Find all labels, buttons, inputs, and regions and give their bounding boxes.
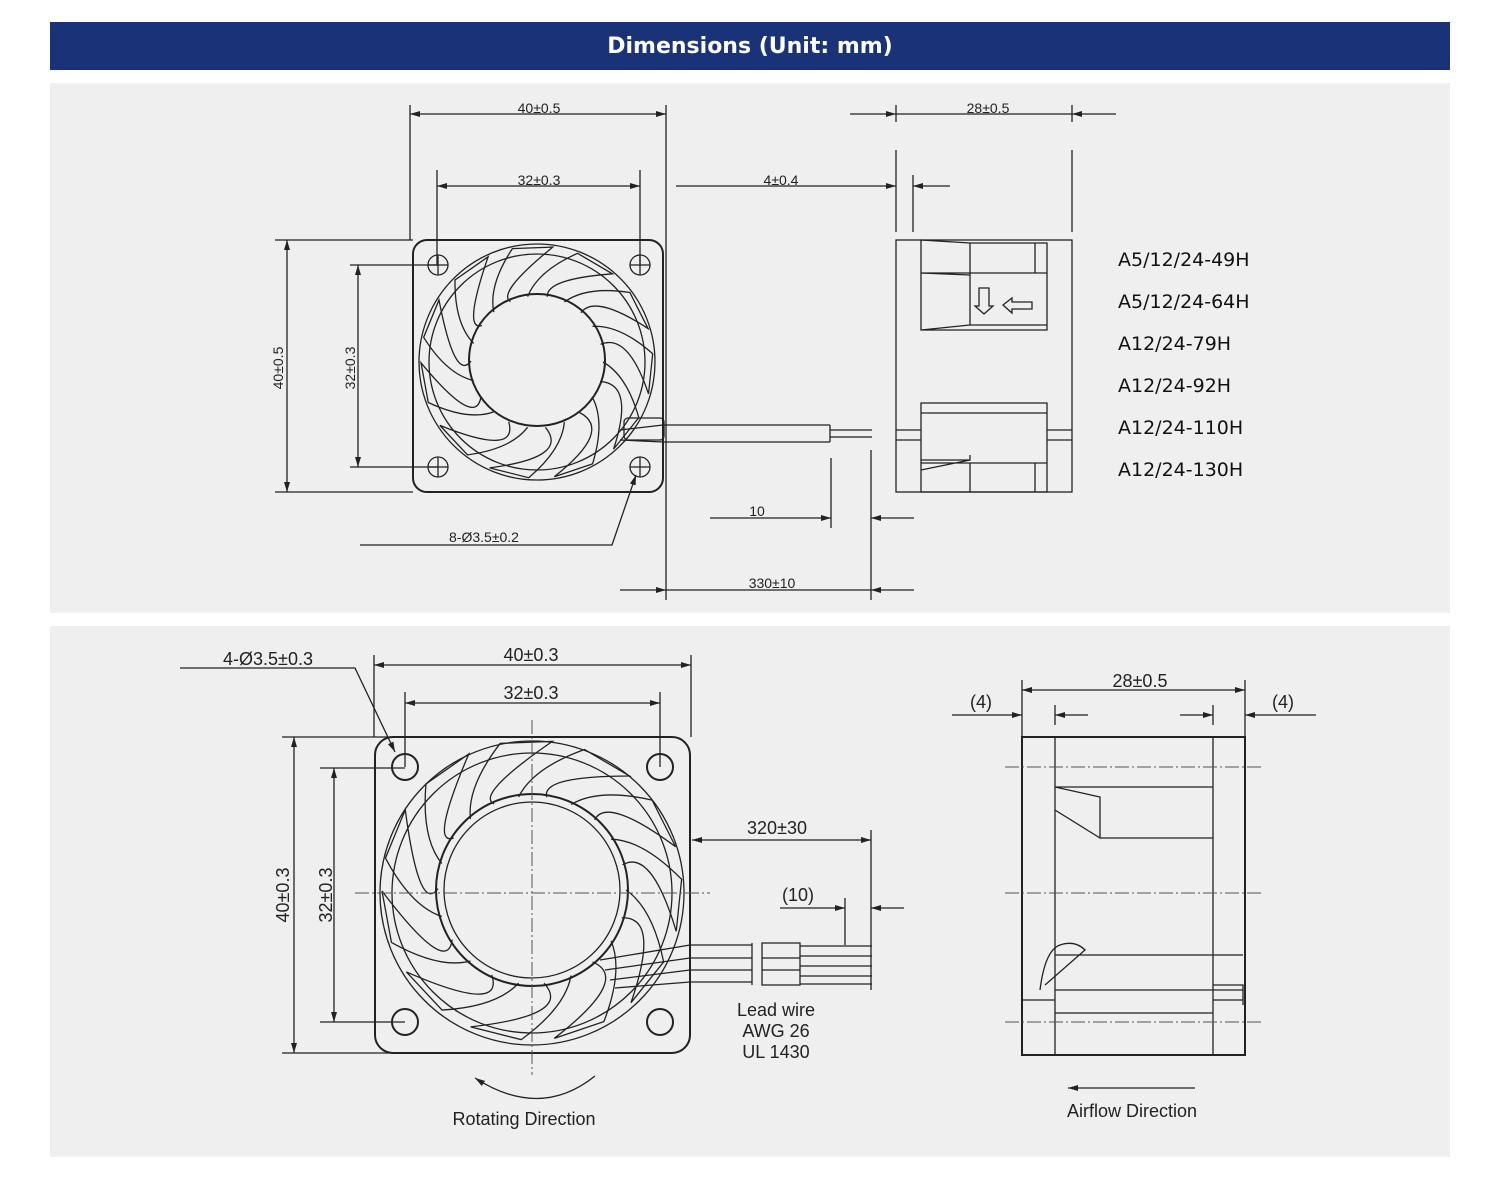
fan-blade <box>422 297 474 382</box>
fan-blades-1 <box>419 246 654 479</box>
model-item: A12/24-92H <box>1118 375 1231 397</box>
rotation-arrow-icon <box>474 1075 596 1100</box>
lead-wire-label: Lead wire <box>737 1000 815 1020</box>
fan-blade <box>381 890 471 964</box>
fan-blade <box>469 740 555 820</box>
dim-width-outer-2: 40±0.3 <box>504 645 559 665</box>
dim-depth-2: 28±0.5 <box>1113 671 1168 691</box>
model-item: A5/12/24-49H <box>1118 249 1250 271</box>
dim-depth: 28±0.5 <box>967 100 1010 116</box>
dim-width-outer: 40±0.5 <box>518 100 561 116</box>
dim-flange-left: (4) <box>970 692 992 712</box>
drawing-panel-bottom <box>50 626 1450 1157</box>
model-item: A5/12/24-64H <box>1118 291 1250 313</box>
dim-lead-length: 330±10 <box>749 575 796 591</box>
fan-blade <box>492 246 555 313</box>
dim-strip: 10 <box>749 503 765 519</box>
fan-blade <box>405 971 520 1011</box>
dim-holes-2: 4-Ø3.5±0.3 <box>223 649 313 669</box>
model-item: A12/24-130H <box>1118 459 1243 481</box>
fan-blade <box>470 975 572 1041</box>
fan-blade <box>489 421 566 479</box>
section-header: Dimensions (Unit: mm) <box>50 22 1450 70</box>
dim-lead-length-2: 320±30 <box>747 818 807 838</box>
dim-width-holes-2: 32±0.3 <box>504 683 559 703</box>
model-list: A5/12/24-49H A5/12/24-64H A12/24-79H A12… <box>1118 249 1250 481</box>
dim-holes: 8-Ø3.5±0.2 <box>449 529 519 545</box>
fan-blade <box>621 889 665 1004</box>
lead-wire-standard: UL 1430 <box>742 1042 809 1062</box>
fan-blade <box>518 748 632 798</box>
fan-blade <box>424 752 471 864</box>
fan-blade <box>454 255 490 344</box>
airflow-direction-label: Airflow Direction <box>1067 1101 1197 1121</box>
drawing-panel-top <box>50 83 1450 613</box>
dim-flange: 4±0.4 <box>764 172 799 188</box>
dimensions-2: 4-Ø3.5±0.3 40±0.3 32±0.3 40±0.3 32±0.3 3… <box>180 645 904 1129</box>
dim-strip-2: (10) <box>782 885 814 905</box>
fan-blade <box>600 361 640 450</box>
model-item: A12/24-79H <box>1118 333 1231 355</box>
rotating-direction-label: Rotating Direction <box>452 1109 595 1129</box>
fan-side-view-2 <box>1005 736 1262 1056</box>
fan-blade <box>592 325 654 395</box>
fan-blade <box>439 421 529 456</box>
fan-blade <box>527 252 615 297</box>
dimensions-1: 40±0.5 32±0.3 40±0.5 32±0.3 8-Ø3.5±0.2 4… <box>270 100 1116 600</box>
fan-blade <box>419 360 494 416</box>
lead-wire-gauge: AWG 26 <box>742 1021 809 1041</box>
fan-blade <box>611 838 683 932</box>
model-item: A12/24-110H <box>1118 417 1243 439</box>
dim-width-holes: 32±0.3 <box>518 172 561 188</box>
fan-blade <box>384 807 443 918</box>
fan-front-view-1 <box>412 239 872 493</box>
dim-height-holes: 32±0.3 <box>342 346 358 389</box>
fan-blade <box>553 397 600 478</box>
fan-side-view-1 <box>895 239 1073 493</box>
fan-blade <box>564 289 650 331</box>
section-title: Dimensions (Unit: mm) <box>607 33 893 59</box>
dim-flange-right: (4) <box>1272 692 1294 712</box>
dim-height-holes-2: 32±0.3 <box>316 868 336 923</box>
fan-blade <box>553 940 617 1039</box>
fan-blade <box>570 794 677 848</box>
dim-height-outer-2: 40±0.3 <box>273 868 293 923</box>
dimensions-side-2: 28±0.5 (4) (4) Airflow Direction <box>952 671 1316 1121</box>
dim-height-outer: 40±0.5 <box>270 346 286 389</box>
